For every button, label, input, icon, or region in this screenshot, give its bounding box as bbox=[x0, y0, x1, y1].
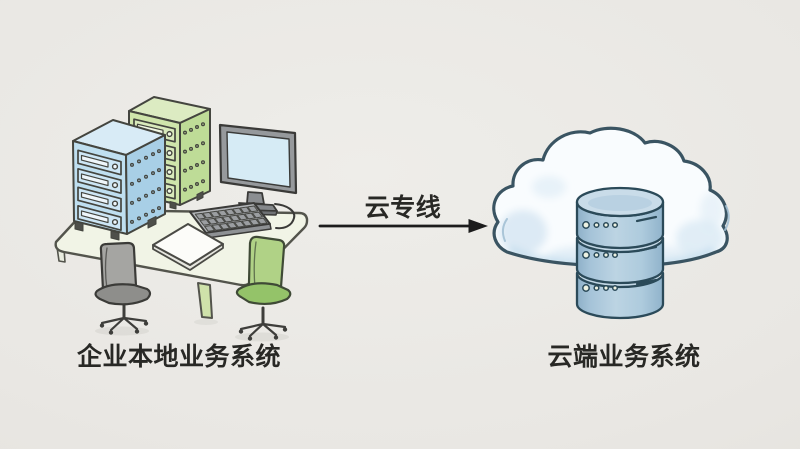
cloud-outline bbox=[492, 126, 729, 268]
desk-leg bbox=[197, 282, 213, 319]
chair-shadow bbox=[95, 326, 149, 336]
arrow-head bbox=[468, 219, 488, 233]
keyboard-keys bbox=[195, 206, 267, 231]
monitor-screen bbox=[226, 131, 291, 188]
database-band bbox=[575, 236, 665, 285]
cloud-system-illustration bbox=[492, 126, 730, 320]
server-blue-side bbox=[129, 149, 161, 224]
notebook-icon bbox=[152, 223, 224, 271]
database-band bbox=[575, 271, 665, 320]
desk-leg-shadow bbox=[194, 319, 218, 325]
server-tower-blue-icon bbox=[72, 119, 166, 241]
cloud-detail-arc bbox=[501, 218, 508, 242]
server-blue-bays bbox=[77, 149, 122, 232]
server-green-side bbox=[182, 122, 205, 192]
label-cloud-system: 云端业务系统 bbox=[547, 343, 701, 371]
chair-gray-base bbox=[99, 300, 149, 335]
cloud-detail-arc bbox=[724, 205, 730, 231]
desktop-monitor-icon bbox=[218, 123, 298, 216]
monitor-cable bbox=[274, 203, 296, 230]
local-system-illustration bbox=[54, 96, 309, 342]
keyboard-icon bbox=[190, 203, 271, 238]
office-chair-green-icon bbox=[235, 235, 292, 341]
database-stack-icon bbox=[575, 186, 665, 320]
connection-arrow bbox=[318, 219, 488, 233]
connection-label: 云专线 bbox=[364, 194, 442, 222]
database-dots bbox=[582, 215, 658, 292]
chair-green-base bbox=[238, 306, 288, 341]
label-local-system: 企业本地业务系统 bbox=[76, 343, 281, 371]
office-chair-gray-icon bbox=[94, 241, 152, 335]
